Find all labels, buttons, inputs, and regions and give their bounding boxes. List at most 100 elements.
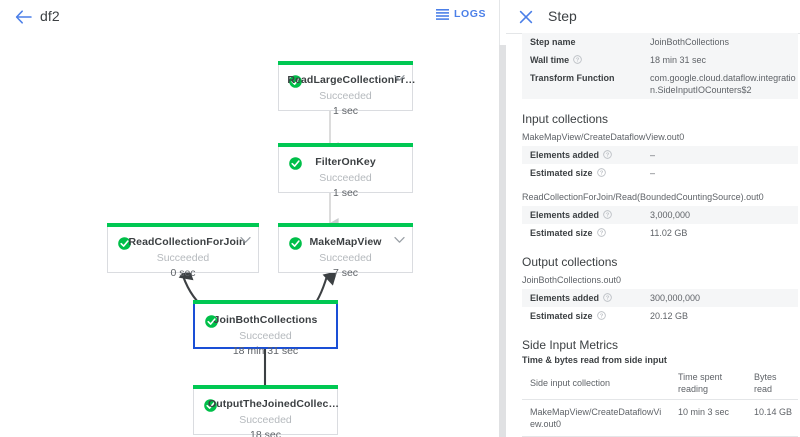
collection-name: MakeMapView/CreateDataflowView.out0 bbox=[522, 132, 685, 142]
svg-text:?: ? bbox=[599, 231, 603, 237]
metric-value: – bbox=[642, 146, 798, 164]
node-name: ReadLargeCollectionFr… bbox=[287, 74, 416, 86]
step-summary-table: Step name JoinBothCollections Wall time?… bbox=[522, 33, 798, 99]
graph-node-join-both-collections[interactable]: JoinBothCollections Succeeded 18 min 31 … bbox=[193, 300, 338, 357]
metric-key-cell: Elements added? bbox=[522, 289, 642, 307]
logs-button-label: LOGS bbox=[454, 8, 486, 20]
job-graph-canvas[interactable]: ReadLargeCollectionFr… Succeeded 1 sec F… bbox=[0, 33, 500, 437]
table-row: Estimated size? – bbox=[522, 164, 798, 182]
side-input-metrics-title: Side Input Metrics bbox=[522, 338, 619, 352]
cell-time-spent-reading: 10 min 3 sec bbox=[670, 399, 746, 437]
step-panel-title: Step bbox=[548, 8, 577, 24]
node-status: Succeeded bbox=[239, 414, 292, 426]
metric-value: – bbox=[650, 168, 656, 178]
column-header-bytes-read: Bytes read bbox=[746, 369, 798, 400]
node-status: Succeeded bbox=[319, 172, 372, 184]
detail-panel-scrollbar[interactable] bbox=[499, 45, 506, 437]
table-row: Step name JoinBothCollections bbox=[522, 33, 798, 51]
svg-text:?: ? bbox=[599, 314, 603, 320]
graph-node-read-large-collection[interactable]: ReadLargeCollectionFr… Succeeded 1 sec bbox=[278, 61, 416, 117]
help-icon[interactable]: ? bbox=[603, 210, 612, 219]
help-icon[interactable]: ? bbox=[603, 293, 612, 302]
metric-key-cell: Estimated size? bbox=[522, 224, 642, 242]
chevron-down-icon[interactable] bbox=[394, 74, 405, 82]
success-check-icon bbox=[289, 157, 302, 170]
node-time: 18 min 31 sec bbox=[232, 345, 299, 357]
node-time: 1 sec bbox=[332, 105, 359, 117]
job-graph-panel: df2 LOGS bbox=[0, 0, 500, 437]
node-status: Succeeded bbox=[156, 252, 210, 264]
help-icon[interactable]: ? bbox=[603, 150, 612, 159]
node-status-accent bbox=[278, 223, 413, 227]
output-collections-title: Output collections bbox=[522, 255, 618, 269]
step-panel-header: Step bbox=[506, 0, 800, 34]
metric-key: Elements added bbox=[530, 293, 600, 303]
success-check-icon bbox=[118, 237, 131, 250]
input-collection-metrics-0: Elements added? – Estimated size? – bbox=[522, 146, 798, 182]
metric-key-cell: Estimated size? bbox=[522, 307, 642, 325]
help-icon[interactable]: ? bbox=[573, 55, 583, 64]
metric-value: 20.12 GB bbox=[650, 311, 689, 321]
top-toolbar: df2 LOGS bbox=[0, 0, 500, 34]
success-check-icon bbox=[204, 399, 217, 412]
node-status: Succeeded bbox=[239, 330, 292, 342]
help-icon[interactable]: ? bbox=[596, 311, 606, 320]
summary-key: Transform Function bbox=[522, 69, 642, 99]
back-arrow-icon[interactable] bbox=[15, 9, 33, 25]
table-header-row: Side input collection Time spent reading… bbox=[522, 369, 798, 400]
step-detail-body: Step name JoinBothCollections Wall time?… bbox=[506, 33, 800, 437]
column-header-side-input-collection: Side input collection bbox=[522, 369, 670, 400]
table-row: Transform Function com.google.cloud.data… bbox=[522, 69, 798, 99]
metric-key-cell: Elements added? bbox=[522, 146, 642, 164]
page-title: df2 bbox=[40, 8, 60, 24]
metric-key-cell: Elements added? bbox=[522, 206, 642, 224]
side-input-metrics-subtitle: Time & bytes read from side input bbox=[522, 355, 667, 365]
node-name: OutputTheJoinedCollec… bbox=[207, 398, 340, 410]
node-status-accent bbox=[193, 300, 338, 304]
help-icon[interactable]: ? bbox=[596, 228, 606, 237]
success-check-icon bbox=[289, 75, 302, 88]
graph-node-output-the-joined-collection[interactable]: OutputTheJoinedCollec… Succeeded 18 sec bbox=[193, 385, 339, 437]
collection-name: JoinBothCollections.out0 bbox=[522, 275, 622, 285]
summary-key: Step name bbox=[522, 33, 642, 51]
metric-key-cell: Estimated size? bbox=[522, 164, 642, 182]
node-status-accent bbox=[278, 61, 413, 65]
graph-node-read-collection-for-join[interactable]: ReadCollectionForJoin Succeeded 0 sec bbox=[107, 223, 259, 279]
summary-value: 18 min 31 sec bbox=[642, 51, 798, 69]
success-check-icon bbox=[289, 237, 302, 250]
side-input-metrics-table: Side input collection Time spent reading… bbox=[522, 369, 798, 437]
table-row: Elements added? 300,000,000 bbox=[522, 289, 798, 307]
list-logs-icon bbox=[436, 8, 450, 20]
svg-text:?: ? bbox=[576, 58, 580, 64]
table-row: Estimated size? 20.12 GB bbox=[522, 307, 798, 325]
node-time: 18 sec bbox=[250, 429, 281, 437]
close-icon[interactable] bbox=[519, 10, 533, 24]
table-row: Wall time? 18 min 31 sec bbox=[522, 51, 798, 69]
logs-button[interactable]: LOGS bbox=[436, 8, 486, 20]
spacer bbox=[506, 182, 800, 191]
node-status-accent bbox=[278, 143, 413, 147]
graph-node-filter-on-key[interactable]: FilterOnKey Succeeded 1 sec bbox=[278, 143, 413, 199]
metric-key: Elements added bbox=[530, 150, 600, 160]
graph-node-make-map-view[interactable]: MakeMapView Succeeded 7 sec bbox=[278, 223, 413, 279]
metric-key: Estimated size bbox=[530, 168, 593, 178]
chevron-down-icon[interactable] bbox=[240, 236, 251, 244]
metric-value: 11.02 GB bbox=[650, 228, 688, 238]
node-status-accent bbox=[193, 385, 338, 389]
summary-value: com.google.cloud.dataflow.integration.Si… bbox=[642, 69, 798, 99]
success-check-icon bbox=[205, 315, 218, 328]
column-header-time-spent-reading: Time spent reading bbox=[670, 369, 746, 400]
node-name: ReadCollectionForJoin bbox=[128, 236, 246, 248]
chevron-down-icon[interactable] bbox=[394, 236, 405, 244]
summary-key: Wall time bbox=[530, 55, 570, 65]
cell-side-input-collection: MakeMapView/CreateDataflowView.out0 bbox=[522, 399, 670, 437]
step-detail-panel: Step Step name JoinBothCollections Wall … bbox=[506, 0, 800, 437]
metric-value: 3,000,000 bbox=[642, 206, 798, 224]
help-icon[interactable]: ? bbox=[596, 168, 606, 177]
node-status: Succeeded bbox=[319, 252, 372, 264]
collection-name: ReadCollectionForJoin/Read(BoundedCounti… bbox=[522, 192, 764, 202]
node-time: 0 sec bbox=[170, 267, 196, 279]
table-row: Elements added? 3,000,000 bbox=[522, 206, 798, 224]
node-time: 7 sec bbox=[332, 267, 359, 279]
input-collections-title: Input collections bbox=[522, 112, 609, 126]
